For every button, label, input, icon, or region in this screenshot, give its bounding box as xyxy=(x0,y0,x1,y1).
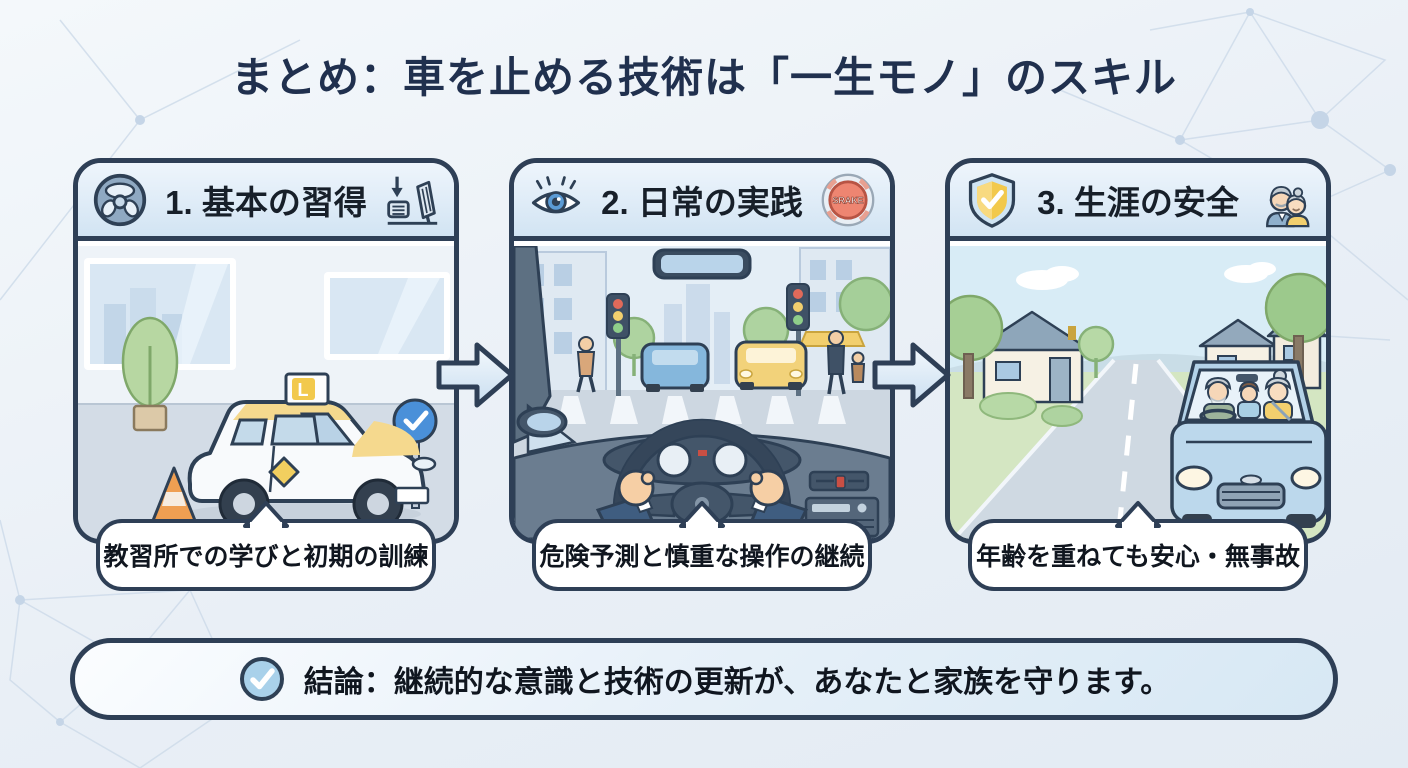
illustration-driving-school-car: L xyxy=(78,246,454,539)
caption-bubble-daily: 危険予測と慎重な操作の継続 xyxy=(532,501,872,591)
check-circle-icon xyxy=(239,657,284,701)
bubble-tail xyxy=(243,501,289,528)
bubble-tail xyxy=(679,501,725,528)
brake-button-icon: SRAKE xyxy=(821,173,875,226)
caption-bubble-basics: 教習所での学びと初期の訓練 xyxy=(96,501,436,591)
caption-daily-text: 危険予測と慎重な操作の継続 xyxy=(539,543,865,571)
conclusion-bar: 結論：継続的な意識と技術の更新が、あなたと家族を守ります。 xyxy=(70,638,1338,720)
pedestrians-right xyxy=(826,330,866,395)
panel-basics-header: 1. 基本の習得 xyxy=(78,163,454,241)
learner-plate-letter: L xyxy=(298,380,309,400)
caption-safety-text: 年齢を重ねても安心・無事故 xyxy=(976,543,1300,571)
steering-wheel-icon xyxy=(93,173,147,226)
bubble-tail xyxy=(1115,501,1161,528)
conclusion-text: 結論：継続的な意識と技術の更新が、あなたと家族を守ります。 xyxy=(303,666,1171,699)
pedal-press-icon xyxy=(387,176,438,225)
flow-arrow-2 xyxy=(872,342,951,408)
yellow-car xyxy=(734,340,808,390)
panel-daily-practice-header: 2. 日常の実践 SRAKE xyxy=(514,163,890,241)
caption-bubble-safety: 年齢を重ねても安心・無事故 xyxy=(968,501,1308,591)
shield-check-icon xyxy=(968,172,1016,228)
blue-car xyxy=(640,342,710,392)
flow-arrow-1 xyxy=(436,342,515,408)
panel-lifelong-safety-heading: 3. 生涯の安全 xyxy=(1037,183,1239,221)
pedestrian-left xyxy=(576,336,596,393)
elderly-couple-icon xyxy=(1266,185,1310,227)
illustration-family-car xyxy=(950,246,1326,539)
brake-button-label: SRAKE xyxy=(832,195,863,205)
panel-basics: 1. 基本の習得 xyxy=(73,158,459,591)
panel-basics-heading: 1. 基本の習得 xyxy=(165,183,367,221)
panel-lifelong-safety: 3. 生涯の安全 xyxy=(945,158,1331,591)
family-car xyxy=(1170,360,1326,528)
illustration-driver-pov xyxy=(514,246,890,539)
panel-daily-practice-heading: 2. 日常の実践 xyxy=(601,183,803,221)
panel-lifelong-safety-header: 3. 生涯の安全 xyxy=(950,163,1326,241)
caption-basics-text: 教習所での学びと初期の訓練 xyxy=(103,543,429,571)
page-title: まとめ：車を止める技術は「一生モノ」のスキル xyxy=(230,54,1177,101)
panel-daily-practice: 2. 日常の実践 SRAKE xyxy=(509,158,895,591)
eye-icon xyxy=(531,175,581,213)
